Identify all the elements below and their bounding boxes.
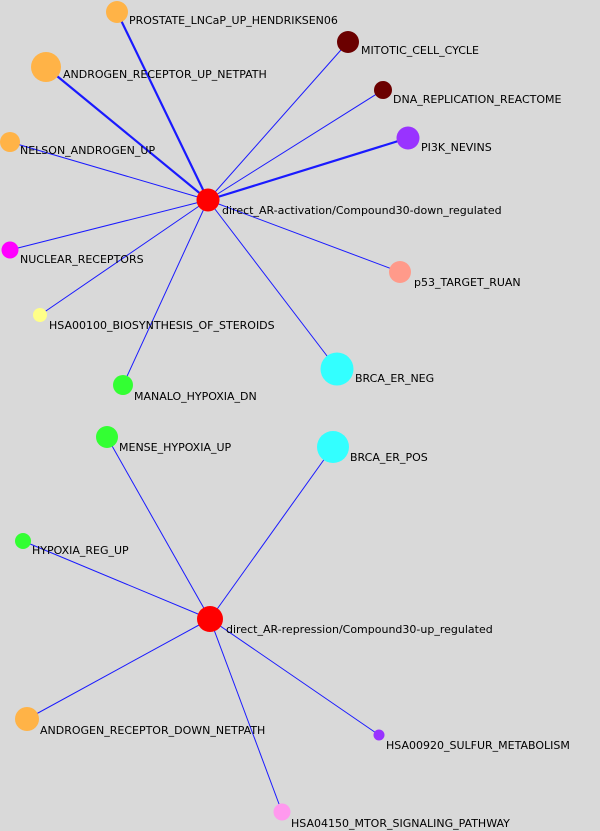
label-brca-neg: BRCA_ER_NEG [355,372,434,385]
node-hsa100[interactable] [33,308,47,322]
node-dna[interactable] [374,81,392,99]
edge-layer [9,11,409,813]
label-prostate: PROSTATE_LNCaP_UP_HENDRIKSEN06 [129,14,338,27]
label-pi3k: PI3K_NEVINS [421,141,492,154]
label-brca-pos: BRCA_ER_POS [350,451,428,464]
node-nuclear[interactable] [1,241,19,259]
node-layer: direct_AR-activation/Compound30-down_reg… [0,1,570,830]
label-hsa100: HSA00100_BIOSYNTHESIS_OF_STEROIDS [49,319,275,332]
edge-ar-up [45,66,209,201]
label-mitotic: MITOTIC_CELL_CYCLE [361,44,479,57]
edge-hypoxia [22,540,211,620]
node-manalo[interactable] [113,375,133,395]
edge-pi3k [207,136,409,202]
node-nelson[interactable] [0,132,20,152]
node-brca-neg[interactable] [320,352,354,386]
label-ar-down: ANDROGEN_RECEPTOR_DOWN_NETPATH [40,724,265,737]
node-pi3k[interactable] [396,126,420,150]
label-ar-up: ANDROGEN_RECEPTOR_UP_NETPATH [63,68,267,81]
node-p53[interactable] [389,261,411,283]
node-ar-up[interactable] [31,52,61,82]
edge-prostate [116,11,209,201]
edge-nelson [9,141,209,201]
label-nelson: NELSON_ANDROGEN_UP [20,144,155,157]
edge-p53 [207,199,401,273]
edge-mense [106,436,211,620]
edge-hsa4150 [209,618,283,813]
node-prostate[interactable] [106,1,128,23]
hub-label-repression: direct_AR-repression/Compound30-up_regul… [226,623,493,636]
label-p53: p53_TARGET_RUAN [414,276,521,289]
label-dna: DNA_REPLICATION_REACTOME [393,93,561,106]
edge-manalo [122,199,209,386]
edge-brca-neg [207,199,338,370]
node-hsa4150[interactable] [273,803,291,821]
node-hsa920[interactable] [373,729,385,741]
edge-hsa920 [209,618,380,736]
hub-node-activation[interactable] [196,188,220,212]
label-hsa920: HSA00920_SULFUR_METABOLISM [386,739,570,752]
label-mense: MENSE_HYPOXIA_UP [119,441,232,454]
node-ar-down[interactable] [15,707,39,731]
hub-label-activation: direct_AR-activation/Compound30-down_reg… [222,204,502,217]
node-mense[interactable] [96,426,118,448]
edge-brca-pos [209,446,334,620]
label-hsa4150: HSA04150_MTOR_SIGNALING_PATHWAY [291,817,510,830]
hub-node-repression[interactable] [197,606,223,632]
edge-ar-down [26,618,211,720]
node-mitotic[interactable] [337,31,359,53]
label-manalo: MANALO_HYPOXIA_DN [134,390,257,403]
edge-dna [207,89,384,201]
node-brca-pos[interactable] [317,431,349,463]
node-hypoxia[interactable] [15,533,31,549]
label-hypoxia: HYPOXIA_REG_UP [32,544,129,557]
edge-hsa100 [39,199,209,316]
edge-nuclear [9,199,209,251]
edge-mitotic [207,41,349,201]
label-nuclear: NUCLEAR_RECEPTORS [20,253,144,266]
